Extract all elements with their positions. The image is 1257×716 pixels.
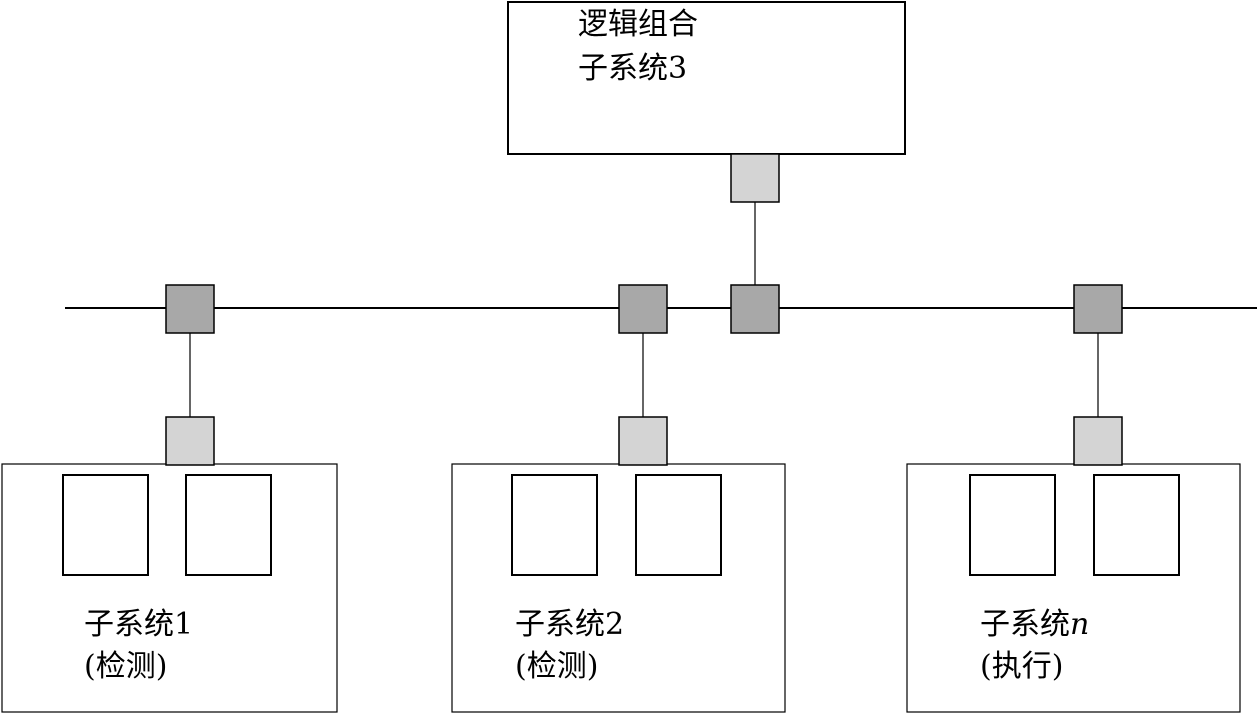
bus-node-n [1073, 284, 1123, 334]
logic-subsystem-title-line2: 子系统3 [578, 51, 687, 86]
subsystem-2-module-a [511, 474, 598, 576]
subsystem-2-module-b [635, 474, 722, 576]
subsystem-n-module-b [1093, 474, 1180, 576]
subsystem-n-box [906, 463, 1241, 713]
subsystem-n-name: 子系统n [980, 607, 1089, 642]
subsystem-n-module-a [969, 474, 1056, 576]
logic-subsystem-3: 逻辑组合 子系统3 [507, 1, 906, 285]
subsystem-n-name-prefix: 子系统 [980, 607, 1070, 642]
subsystem-1-module-b [185, 474, 272, 576]
bus-node-3 [730, 284, 780, 334]
logic-subsystem-port [730, 153, 780, 203]
subsystem-n: 子系统n (执行) [906, 333, 1241, 713]
subsystem-1-box [1, 463, 338, 713]
subsystem-1-name: 子系统1 [84, 607, 193, 642]
subsystem-1: 子系统1 (检测) [1, 333, 338, 713]
subsystem-n-role: (执行) [980, 649, 1063, 684]
subsystem-1-port [165, 416, 215, 466]
bus-node-1 [165, 284, 215, 334]
subsystem-2-box [451, 463, 786, 713]
logic-subsystem-box [507, 1, 906, 155]
subsystem-2-role: (检测) [515, 649, 598, 684]
subsystem-2-name: 子系统2 [515, 607, 624, 642]
subsystem-2-port [618, 416, 668, 466]
subsystem-1-module-a [62, 474, 149, 576]
subsystem-1-role: (检测) [84, 649, 167, 684]
subsystem-2: 子系统2 (检测) [451, 333, 786, 713]
subsystem-n-port [1073, 416, 1123, 466]
subsystem-n-name-variable: n [1070, 607, 1089, 642]
bus-node-2 [618, 284, 668, 334]
logic-subsystem-title-line1: 逻辑组合 [578, 7, 698, 42]
